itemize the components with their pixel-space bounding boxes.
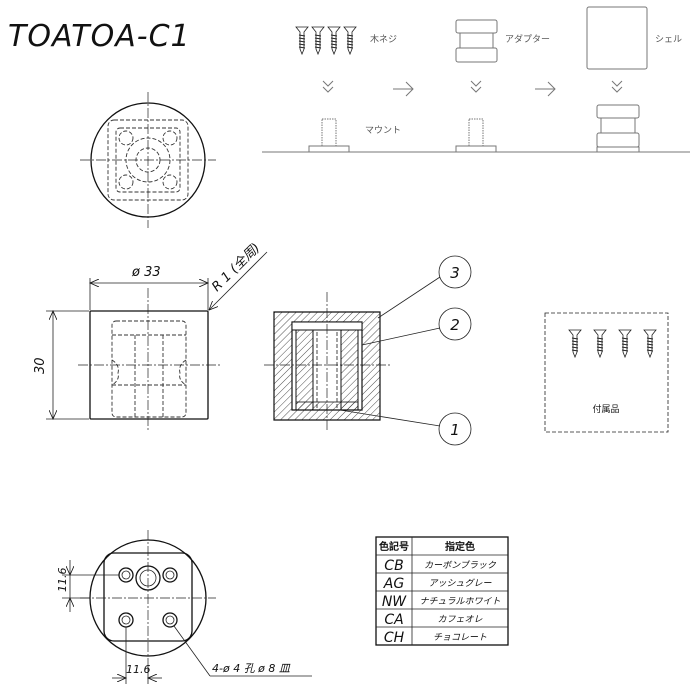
balloon-3	[438, 255, 472, 289]
accessories-label: 付属品	[592, 404, 619, 415]
color-code: CA	[384, 612, 403, 628]
shell-icon	[586, 6, 648, 70]
table-row: AG アッシュグレー	[383, 576, 493, 592]
wood-screw-label: 木ネジ	[370, 33, 397, 45]
wood-screw-icon	[568, 329, 657, 358]
balloon-2-label: 2	[450, 316, 460, 334]
table-header-color: 指定色	[445, 540, 475, 553]
vertical-dimension: 11.6	[56, 568, 69, 593]
color-table: 色記号 指定色 CB カーボンブラック AG アッシュグレー NW ナチュラルホ…	[375, 536, 509, 646]
color-code: AG	[383, 576, 405, 592]
section-view	[264, 255, 472, 446]
table-row: CH チョコレート	[384, 630, 487, 646]
table-header-code: 色記号	[379, 540, 409, 553]
table-row: NW ナチュラルホワイト	[382, 594, 501, 610]
top-view	[80, 92, 216, 228]
height-dimension: 30	[33, 357, 48, 374]
arrow-right-icon	[393, 81, 556, 97]
balloon-1-label: 1	[450, 421, 460, 439]
hole-note: 4-ø 4 孔 ø 8 皿	[212, 662, 291, 675]
drawing-title: TOATOA-C1	[8, 19, 191, 54]
color-name: チョコレート	[433, 633, 487, 643]
balloon-3-label: 3	[450, 264, 460, 282]
mount-label: マウント	[365, 125, 401, 136]
balloon-2	[438, 307, 472, 341]
assembled-adapter-icon	[596, 104, 640, 153]
diameter-dimension: ø 33	[131, 265, 161, 280]
adapter-icon	[455, 19, 498, 63]
color-name: カーボンブラック	[424, 560, 497, 571]
color-code: CH	[384, 630, 405, 646]
front-view	[46, 251, 268, 432]
radius-note: R 1 (全周)	[209, 240, 264, 295]
mount-icon	[308, 118, 350, 153]
table-row: CA カフェオレ	[384, 612, 482, 628]
mount-icon	[455, 118, 497, 153]
color-name: ナチュラルホワイト	[419, 596, 500, 607]
accessories-box	[544, 312, 669, 433]
adapter-label: アダプター	[505, 33, 550, 45]
color-code: NW	[382, 594, 407, 610]
table-row: CB カーボンブラック	[384, 558, 497, 574]
color-name: アッシュグレー	[428, 578, 492, 589]
balloon-1	[438, 412, 472, 446]
bottom-view	[62, 530, 312, 684]
assembly-diagram: 木ネジ アダプター シェル マウント	[262, 6, 690, 153]
horizontal-dimension: 11.6	[126, 663, 151, 676]
color-name: カフェオレ	[437, 614, 482, 625]
color-code: CB	[384, 558, 403, 574]
shell-label: シェル	[655, 35, 682, 45]
wood-screw-icon	[295, 26, 357, 55]
chevron-down-icon	[322, 80, 623, 93]
